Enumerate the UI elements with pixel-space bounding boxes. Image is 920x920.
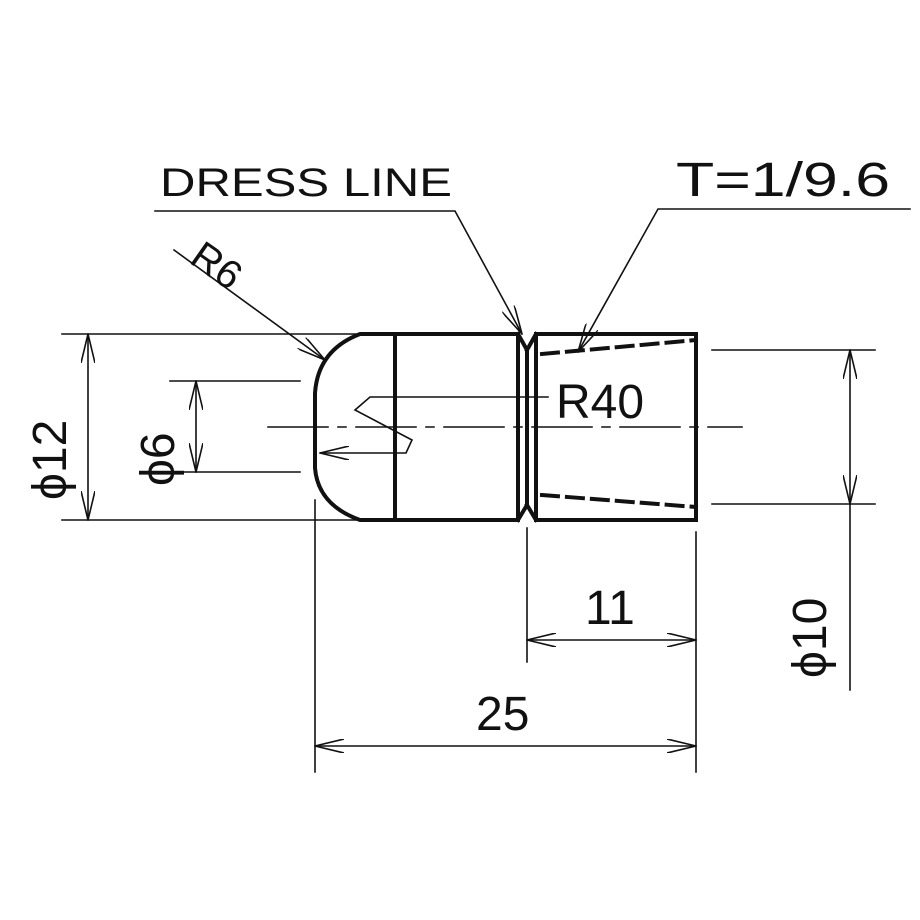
part-outline (313, 331, 699, 523)
r40-label: R40 (556, 376, 644, 429)
dia12-label: ϕ12 (24, 420, 77, 500)
len25-label: 25 (476, 688, 529, 741)
extension-lines (61, 333, 876, 773)
dress-groove (515, 331, 529, 523)
dimension-lines (88, 333, 850, 746)
r40-leader (319, 396, 549, 453)
dia10-label: ϕ10 (784, 598, 837, 678)
len11-label: 11 (585, 582, 635, 635)
taper-leader (576, 208, 911, 354)
dress-line-leader (154, 210, 524, 336)
r6-label: R6 (183, 233, 250, 298)
r6-leader (172, 248, 327, 362)
taper-hidden-bottom (539, 492, 699, 510)
dome-nose (313, 332, 397, 522)
leaders (154, 208, 911, 453)
dia6-label: ϕ6 (132, 432, 185, 486)
taper-hidden-top (539, 337, 699, 357)
dress-line-label: DRESS LINE (160, 161, 452, 205)
taper-label: T=1/9.6 (676, 154, 890, 207)
